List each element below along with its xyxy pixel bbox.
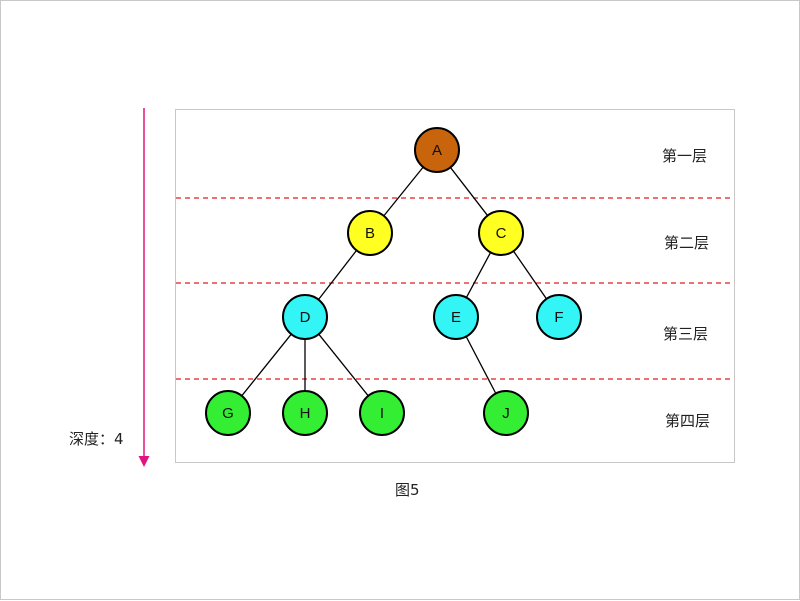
figure-caption: 图5 [395,481,420,499]
node-label: F [554,309,563,326]
level-label-3: 第三层 [663,325,708,343]
tree-node-j: J [483,390,529,436]
node-circle [536,294,582,340]
edge-d-g [241,333,292,397]
tree-node-e: E [433,294,479,340]
node-circle [478,210,524,256]
node-circle [414,127,460,173]
edge-a-b [383,166,424,217]
node-label: J [502,405,510,422]
tree-node-d: D [282,294,328,340]
depth-arrow-head [138,456,150,467]
edge-b-d [317,250,358,300]
node-label: D [300,309,311,326]
node-circle [282,294,328,340]
node-circle [205,390,251,436]
node-label: C [496,225,507,242]
edge-layer [241,166,548,397]
node-circle [483,390,529,436]
tree-node-f: F [536,294,582,340]
edge-c-e [465,252,492,298]
tree-node-a: A [414,127,460,173]
node-label: I [380,405,384,422]
edge-a-c [449,167,489,216]
edge-c-f [512,250,548,300]
node-label: G [222,405,234,422]
node-label: A [432,142,442,159]
node-circle [347,210,393,256]
edge-d-i [318,333,369,397]
node-circle [282,390,328,436]
node-label: B [365,225,375,242]
level-label-1: 第一层 [662,147,707,165]
node-circle [359,390,405,436]
diagram-frame [175,109,735,463]
tree-node-c: C [478,210,524,256]
level-label-2: 第二层 [664,234,709,252]
node-circle [433,294,479,340]
tree-node-g: G [205,390,251,436]
tree-node-h: H [282,390,328,436]
level-label-4: 第四层 [665,412,710,430]
tree-node-i: I [359,390,405,436]
node-label: E [451,309,461,326]
tree-node-b: B [347,210,393,256]
node-layer: A B C D E F G H I J [205,127,582,436]
depth-label: 深度：4 [69,430,124,448]
node-label: H [300,405,311,422]
edge-e-j [465,336,497,394]
